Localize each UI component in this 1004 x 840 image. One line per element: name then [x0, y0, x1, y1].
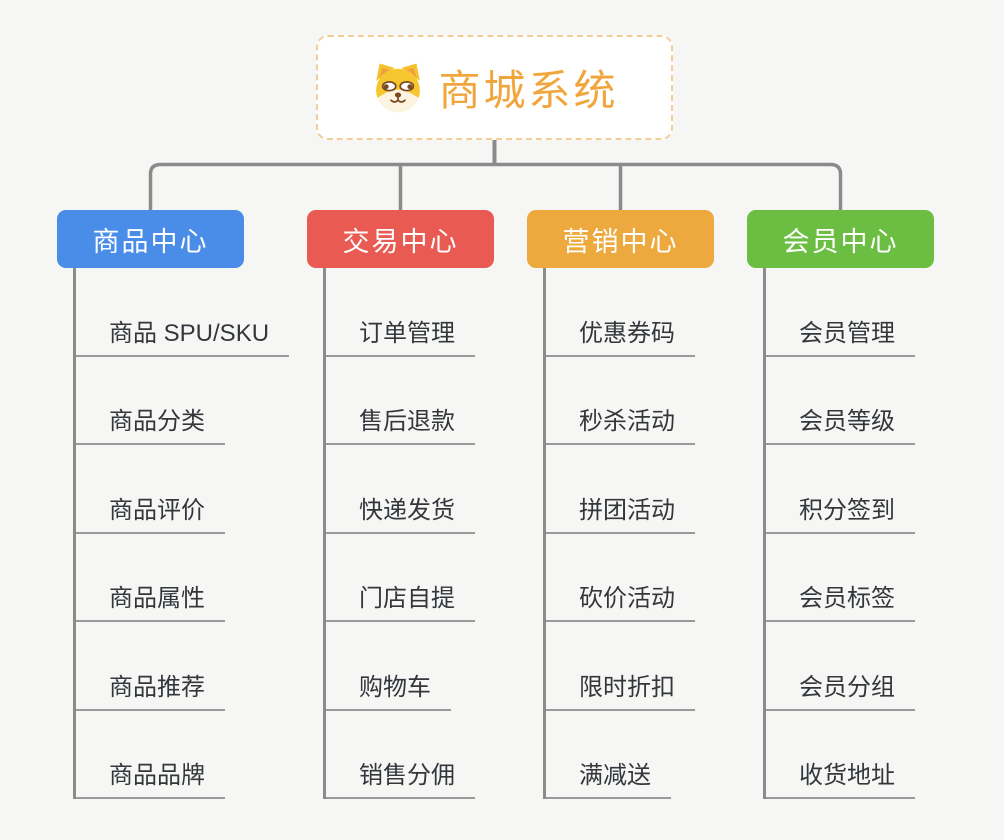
- topic-node-label: 优惠券码: [546, 313, 695, 357]
- topic-node-label: 订单管理: [326, 313, 475, 357]
- topic-node[interactable]: 秒杀活动: [546, 357, 695, 445]
- topic-node[interactable]: 快递发货: [326, 445, 475, 534]
- topic-node[interactable]: 积分签到: [766, 445, 915, 534]
- topic-node-label: 售后退款: [326, 401, 475, 445]
- topic-node-label: 会员标签: [766, 578, 915, 622]
- dog-face-icon: [370, 60, 426, 116]
- branch-node-label: 商品中心: [92, 226, 209, 257]
- topic-node[interactable]: 订单管理: [326, 268, 475, 357]
- topic-node-label: 秒杀活动: [546, 401, 695, 445]
- topic-node[interactable]: 会员管理: [766, 268, 915, 357]
- branch-column: 营销中心 优惠券码 秒杀活动 拼团活动 砍价活动 限时折扣 满减送: [527, 210, 714, 799]
- topic-node[interactable]: 购物车: [326, 622, 475, 711]
- topic-node-label: 商品 SPU/SKU: [76, 313, 290, 357]
- branch-node-trade-center[interactable]: 交易中心: [307, 210, 494, 268]
- branch-node-marketing-center[interactable]: 营销中心: [527, 210, 714, 268]
- branch-node-product-center[interactable]: 商品中心: [57, 210, 244, 268]
- topic-node-label: 会员管理: [766, 313, 915, 357]
- topic-node-label: 商品品牌: [76, 755, 225, 799]
- topic-node-label: 会员等级: [766, 401, 915, 445]
- branch-node-label: 交易中心: [342, 226, 459, 257]
- topic-node[interactable]: 商品属性: [76, 534, 289, 622]
- root-topic-label: 商城系统: [438, 67, 619, 114]
- branch-column: 交易中心 订单管理 售后退款 快递发货 门店自提 购物车 销售分佣: [307, 210, 494, 799]
- topic-node-label: 拼团活动: [546, 490, 695, 534]
- branch-node-label: 营销中心: [562, 226, 679, 257]
- branch-items: 优惠券码 秒杀活动 拼团活动 砍价活动 限时折扣 满减送: [543, 268, 695, 799]
- topic-node-label: 购物车: [326, 667, 451, 711]
- topic-node[interactable]: 会员标签: [766, 534, 915, 622]
- topic-node[interactable]: 砍价活动: [546, 534, 695, 622]
- topic-node-label: 销售分佣: [326, 755, 475, 799]
- topic-node[interactable]: 会员分组: [766, 622, 915, 711]
- topic-node[interactable]: 会员等级: [766, 357, 915, 445]
- topic-node[interactable]: 售后退款: [326, 357, 475, 445]
- topic-node-label: 门店自提: [326, 578, 475, 622]
- topic-node[interactable]: 满减送: [546, 711, 695, 799]
- topic-node-label: 商品评价: [76, 490, 225, 534]
- topic-node[interactable]: 限时折扣: [546, 622, 695, 711]
- topic-node[interactable]: 商品品牌: [76, 711, 289, 799]
- branch-items: 订单管理 售后退款 快递发货 门店自提 购物车 销售分佣: [323, 268, 475, 799]
- topic-node[interactable]: 商品推荐: [76, 622, 289, 711]
- topic-node[interactable]: 商品分类: [76, 357, 289, 445]
- topic-node[interactable]: 商品 SPU/SKU: [76, 268, 290, 357]
- topic-node[interactable]: 销售分佣: [326, 711, 475, 799]
- topic-node-label: 满减送: [546, 755, 671, 799]
- topic-node[interactable]: 收货地址: [766, 711, 915, 799]
- topic-node[interactable]: 拼团活动: [546, 445, 695, 534]
- topic-node[interactable]: 门店自提: [326, 534, 475, 622]
- topic-node[interactable]: 优惠券码: [546, 268, 695, 357]
- topic-node-label: 商品属性: [76, 578, 225, 622]
- topic-node[interactable]: 商品评价: [76, 445, 289, 534]
- branch-node-member-center[interactable]: 会员中心: [747, 210, 934, 268]
- topic-node-label: 限时折扣: [546, 667, 695, 711]
- root-topic-node[interactable]: 商城系统: [316, 35, 673, 140]
- branch-column: 商品中心 商品 SPU/SKU 商品分类 商品评价 商品属性 商品推荐 商品品牌: [57, 210, 290, 799]
- branch-items: 商品 SPU/SKU 商品分类 商品评价 商品属性 商品推荐 商品品牌: [73, 268, 290, 799]
- topic-node-label: 砍价活动: [546, 578, 695, 622]
- topic-node-label: 商品推荐: [76, 667, 225, 711]
- topic-node-label: 会员分组: [766, 667, 915, 711]
- topic-node-label: 快递发货: [326, 490, 475, 534]
- topic-node-label: 积分签到: [766, 490, 915, 534]
- branch-node-label: 会员中心: [782, 226, 899, 257]
- branch-column: 会员中心 会员管理 会员等级 积分签到 会员标签 会员分组 收货地址: [747, 210, 934, 799]
- topic-node-label: 收货地址: [766, 755, 915, 799]
- branch-items: 会员管理 会员等级 积分签到 会员标签 会员分组 收货地址: [763, 268, 915, 799]
- topic-node-label: 商品分类: [76, 401, 225, 445]
